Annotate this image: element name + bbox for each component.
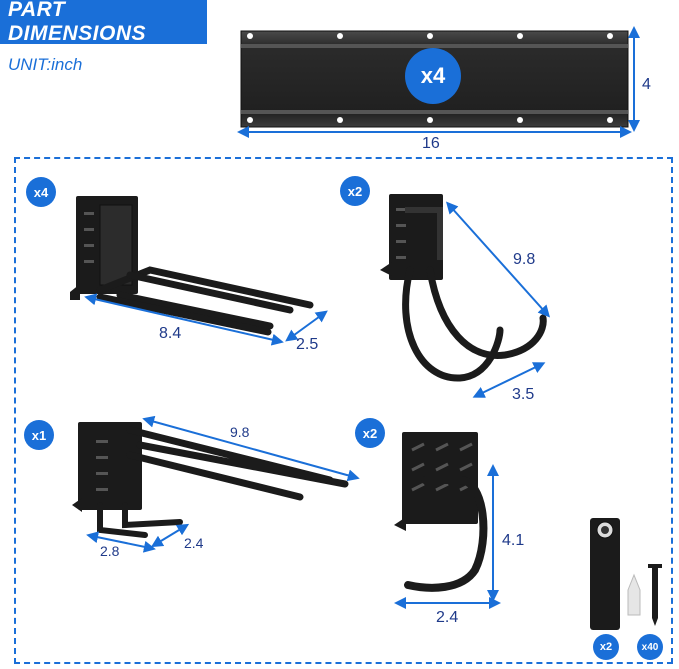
tool-hook-depth-label: 2.8	[100, 543, 120, 559]
double-hook-count-badge: x4	[26, 177, 56, 207]
rail-count-badge: x4	[405, 48, 461, 104]
j-hook-count-badge: x2	[355, 418, 385, 448]
double-hook-depth-label: 2.5	[296, 336, 319, 353]
hooks-container	[14, 157, 673, 664]
screw-drawing	[648, 564, 662, 626]
hose-hook-depth-line	[472, 362, 546, 398]
rail-length-label: 16	[422, 135, 440, 152]
double-hook-length-line	[84, 293, 284, 346]
rail-panel	[240, 30, 629, 128]
page-title: PART DIMENSIONS	[0, 0, 207, 45]
tool-hook-depth-line	[86, 531, 156, 553]
screw-count-badge: x40	[637, 634, 663, 660]
tool-hook-short-line	[150, 523, 190, 548]
hose-hook-drawing	[380, 194, 547, 382]
rail-height-label: 4	[642, 76, 651, 93]
double-hook-drawing	[70, 196, 314, 336]
hose-hook-depth-label: 3.5	[512, 386, 535, 403]
double-hook-length-label: 8.4	[159, 325, 182, 342]
tool-hook-count-badge: x1	[24, 420, 54, 450]
bracket-drawing	[590, 518, 620, 630]
hose-hook-length-label: 9.8	[513, 251, 536, 268]
j-hook-height-label: 4.1	[502, 532, 525, 549]
bracket-count-badge: x2	[593, 634, 619, 660]
tool-hook-short-label: 2.4	[184, 535, 204, 551]
hose-hook-count-badge: x2	[340, 176, 370, 206]
unit-label: UNIT:inch	[8, 55, 83, 74]
double-hook-depth-line	[285, 310, 328, 342]
j-hook-drawing	[394, 432, 488, 592]
tool-hook-length-line	[142, 415, 360, 482]
hose-hook-length-line	[445, 201, 551, 318]
j-hook-width-label: 2.4	[436, 609, 459, 626]
tool-hook-length-label: 9.8	[230, 424, 250, 440]
anchor-drawing	[627, 573, 641, 616]
